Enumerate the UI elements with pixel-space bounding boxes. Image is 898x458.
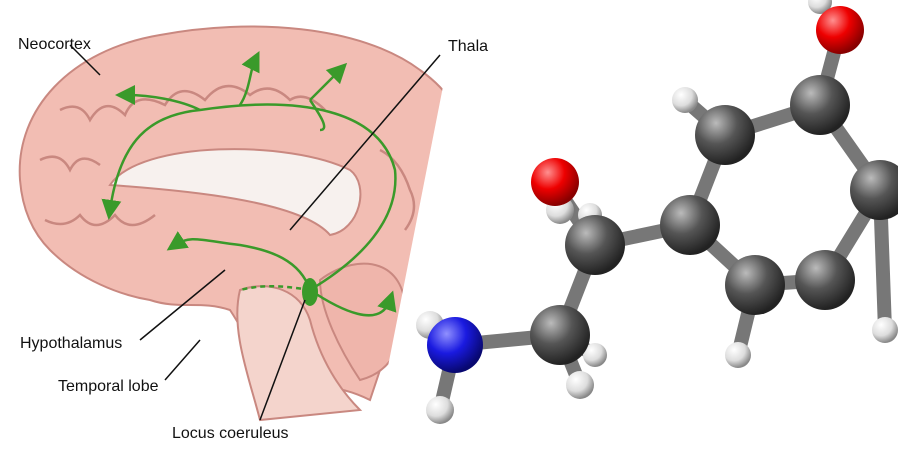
leader-lines bbox=[69, 44, 441, 421]
brainstem bbox=[236, 285, 363, 422]
corpus-callosum bbox=[108, 148, 362, 237]
label-neocortex: Neocortex bbox=[18, 36, 91, 53]
oxygen-atom bbox=[816, 6, 864, 54]
locus-coeruleus-mark bbox=[302, 278, 318, 306]
carbon-atoms bbox=[530, 75, 898, 365]
label-hypothalamus: Hypothalamus bbox=[20, 335, 123, 352]
oxygen-atom bbox=[531, 158, 579, 206]
label-locus-coeruleus: Locus coeruleus bbox=[172, 425, 289, 442]
label-thalamus: Thala bbox=[448, 38, 489, 55]
label-temporal-lobe: Temporal lobe bbox=[58, 378, 159, 395]
noradrenergic-pathways bbox=[101, 51, 397, 317]
nitrogen-atom bbox=[427, 317, 483, 373]
